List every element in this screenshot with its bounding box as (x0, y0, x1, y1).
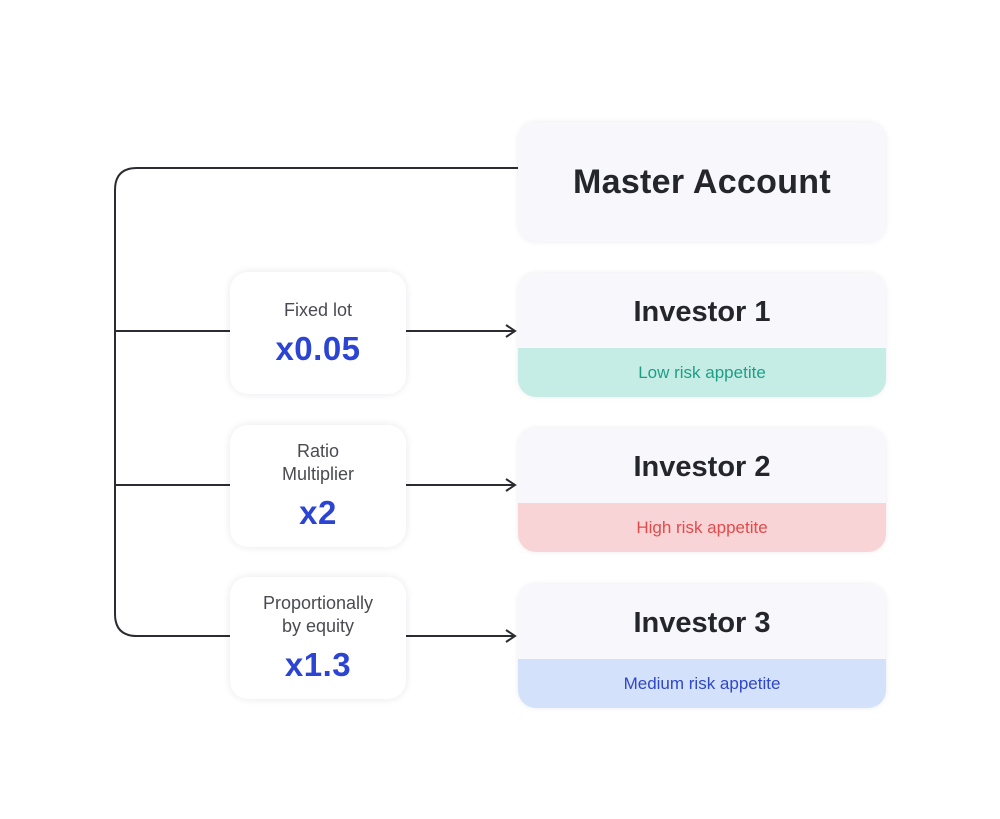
risk-badge: Low risk appetite (518, 348, 886, 397)
investor-title: Investor 1 (633, 295, 771, 328)
multiplier-card-equity: Proportionally by equity x1.3 (230, 577, 406, 699)
multiplier-card-ratio: Ratio Multiplier x2 (230, 425, 406, 547)
multiplier-value: x1.3 (284, 646, 352, 683)
investor-card-2: Investor 2 High risk appetite (518, 428, 886, 552)
master-trunk-line (114, 167, 518, 637)
multiplier-value: x2 (299, 494, 337, 531)
master-account-card: Master Account (518, 122, 886, 242)
investor-title: Investor 3 (633, 606, 771, 639)
multiplier-card-fixed-lot: Fixed lot x0.05 (230, 272, 406, 394)
investor-card-1: Investor 1 Low risk appetite (518, 273, 886, 397)
multiplier-label: Ratio Multiplier (281, 441, 355, 484)
investor-card-3: Investor 3 Medium risk appetite (518, 584, 886, 708)
master-account-title: Master Account (573, 162, 831, 201)
investor-title: Investor 2 (633, 450, 771, 483)
multiplier-value: x0.05 (275, 329, 361, 367)
multiplier-label: Fixed lot (283, 299, 353, 320)
risk-badge: High risk appetite (518, 503, 886, 552)
multiplier-label: Proportionally by equity (262, 593, 374, 636)
risk-badge: Medium risk appetite (518, 659, 886, 708)
